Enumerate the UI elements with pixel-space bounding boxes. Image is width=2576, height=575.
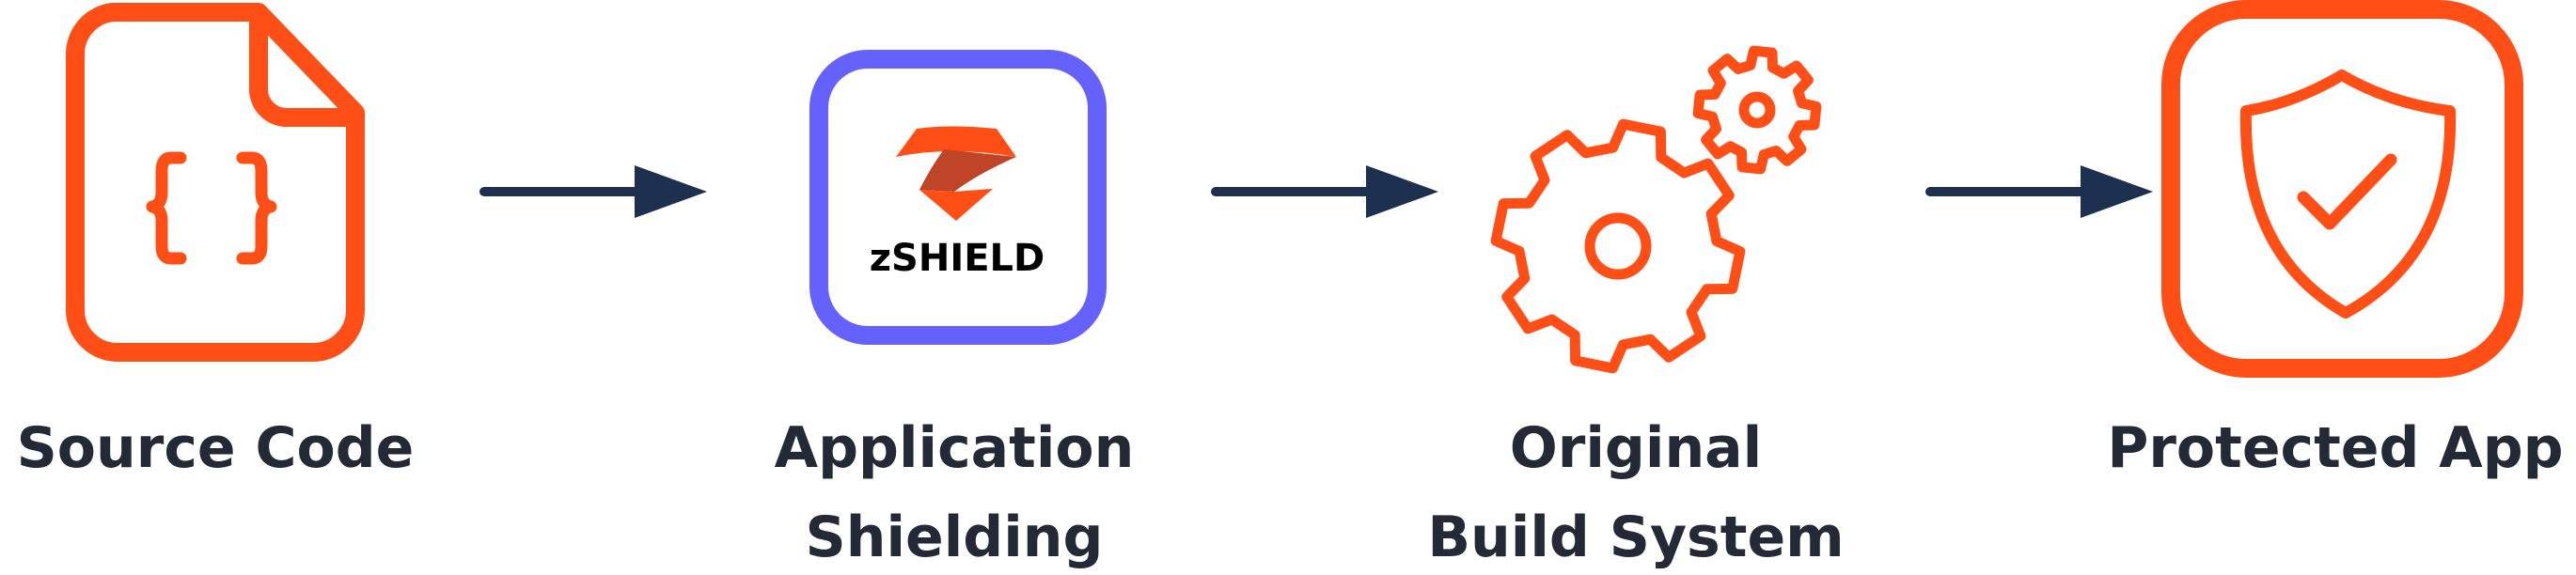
shield-check-icon xyxy=(2161,0,2523,378)
label-application-shielding-line1: Application xyxy=(775,415,1135,481)
arrow-1 xyxy=(479,165,707,218)
gears-icon xyxy=(1490,45,1822,374)
source-code-file-icon xyxy=(65,3,365,362)
label-protected-app: Protected App xyxy=(2107,415,2563,481)
zshield-logo-icon: zSHIELD xyxy=(809,50,1107,345)
label-build-system-line2: Build System xyxy=(1427,505,1844,570)
zshield-logo-text: zSHIELD xyxy=(870,237,1045,280)
arrow-3 xyxy=(1925,165,2153,218)
label-build-system-line1: Original xyxy=(1510,415,1762,481)
label-application-shielding-line2: Shielding xyxy=(806,505,1104,570)
label-source-code: Source Code xyxy=(17,415,415,481)
arrow-2 xyxy=(1211,165,1438,218)
